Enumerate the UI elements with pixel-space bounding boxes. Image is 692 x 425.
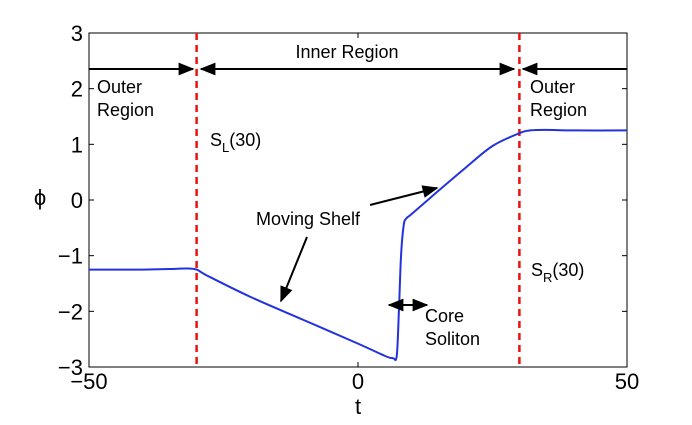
x-axis-ticks: −50 0 50 <box>70 33 639 394</box>
y-axis-ticks: 3 2 1 0 −1 −2 −3 <box>58 21 627 380</box>
core-soliton-line2: Soliton <box>425 329 480 349</box>
y-tick-label: −1 <box>58 244 83 269</box>
x-tick-label: 50 <box>615 369 639 394</box>
boundary-lines <box>195 33 521 367</box>
y-tick-label: 3 <box>71 21 83 46</box>
sl-label: SL(30) <box>210 130 261 155</box>
y-tick-label: −2 <box>58 299 83 324</box>
series-group <box>88 128 628 361</box>
y-tick-label: 0 <box>71 188 83 213</box>
outer-region-left-label: Outer Region <box>97 77 154 120</box>
core-soliton-line1: Core <box>425 306 464 326</box>
sr-label-sub: R <box>543 270 552 285</box>
y-tick-label: 1 <box>71 132 83 157</box>
inner-region-label: Inner Region <box>295 42 398 62</box>
moving-shelf-arrow-down <box>280 236 308 303</box>
y-tick-label: 2 <box>71 77 83 102</box>
sl-label-sub: L <box>222 140 229 155</box>
series-line <box>88 128 628 361</box>
y-axis-label: ϕ <box>34 185 46 210</box>
sr-label-tail: (30) <box>552 260 584 280</box>
outer-region-right-label: Outer Region <box>530 77 587 120</box>
x-tick-label: 0 <box>352 369 364 394</box>
sl-label-main: S <box>210 130 222 150</box>
outer-region-left-line1: Outer <box>97 77 142 97</box>
sr-label-main: S <box>531 260 543 280</box>
y-tick-label: −3 <box>58 355 83 380</box>
core-soliton-label: Core Soliton <box>425 306 480 349</box>
outer-region-left-line2: Region <box>97 100 154 120</box>
x-axis-label: t <box>355 394 361 419</box>
outer-region-right-line2: Region <box>530 100 587 120</box>
moving-shelf-arrow-up <box>369 185 439 206</box>
outer-region-right-line1: Outer <box>530 77 575 97</box>
moving-shelf-label: Moving Shelf <box>256 209 361 229</box>
x-tick-label: −50 <box>70 369 107 394</box>
sl-label-tail: (30) <box>229 130 261 150</box>
sr-label: SR(30) <box>531 260 584 285</box>
